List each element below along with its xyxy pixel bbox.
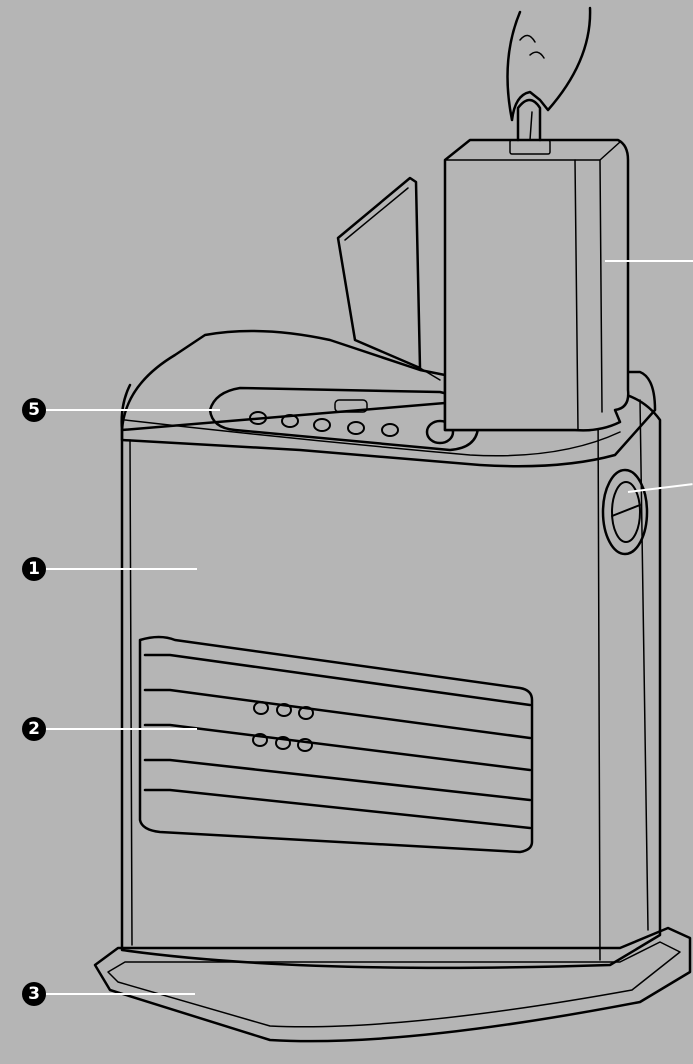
leader-line-2 <box>45 728 197 730</box>
hinged-lid <box>336 176 441 381</box>
leader-line-3 <box>45 993 195 995</box>
callout-3: 3 <box>22 982 46 1006</box>
leader-line-5 <box>45 409 220 411</box>
leader-line-1 <box>45 568 197 570</box>
base-tray <box>93 926 692 1043</box>
heater-body <box>120 383 662 970</box>
leader-line-cartridge <box>605 260 693 262</box>
control-panel <box>208 386 480 452</box>
callout-5: 5 <box>22 398 46 422</box>
callout-1: 1 <box>22 557 46 581</box>
fuel-gauge-dial <box>601 468 649 556</box>
front-louvre-grille <box>138 635 534 854</box>
fuel-cartridge <box>443 98 630 432</box>
hand <box>506 6 592 122</box>
callout-2: 2 <box>22 717 46 741</box>
